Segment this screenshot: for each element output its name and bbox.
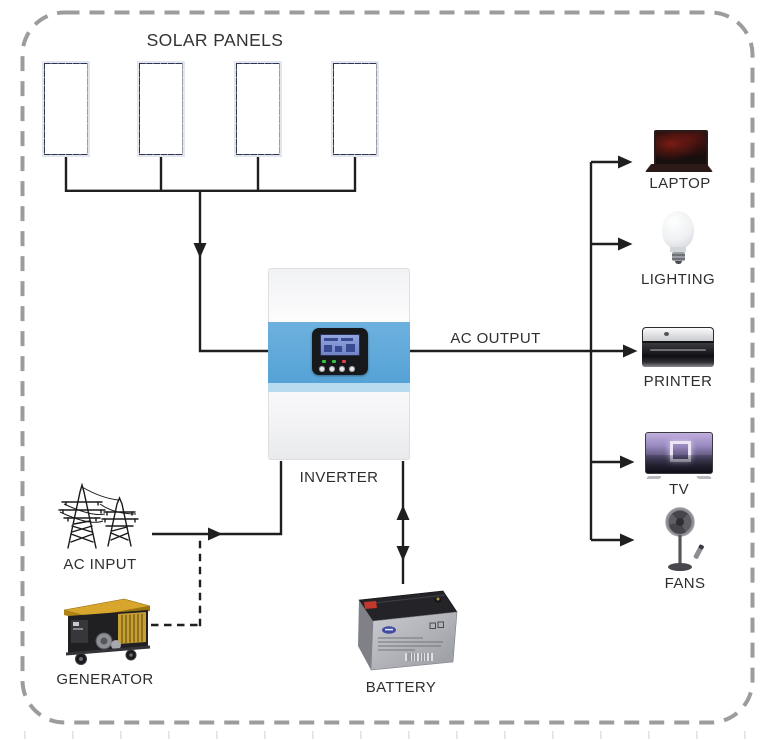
inverter-buttons <box>319 366 361 372</box>
standing-fan-icon <box>665 507 704 571</box>
tv-screen <box>645 432 713 474</box>
battery-label: BATTERY <box>365 679 437 696</box>
arrow-right-tv <box>620 455 635 469</box>
tv-label: TV <box>669 481 689 498</box>
wires <box>64 157 630 627</box>
inverter-lcd-screen <box>320 334 360 356</box>
inverter-control-panel <box>312 328 368 375</box>
arrow-right-fans <box>620 533 635 547</box>
ac-input-line <box>152 461 283 536</box>
inverter-icon <box>268 268 410 460</box>
generator-icon <box>63 598 151 665</box>
fans-label: FANS <box>664 575 706 592</box>
arrowheads <box>193 155 638 561</box>
ac-output-label: AC OUTPUT <box>450 330 541 347</box>
arrow-down-battery <box>396 546 410 561</box>
printer-label: PRINTER <box>643 373 713 390</box>
generator-label: GENERATOR <box>56 671 154 688</box>
printer-icon <box>642 327 714 369</box>
solar-bus-line <box>64 157 357 192</box>
laptop-base <box>645 164 713 172</box>
solar-panel-icon <box>42 61 90 157</box>
lighting-label: LIGHTING <box>640 271 716 288</box>
light-bulb-icon <box>662 211 694 267</box>
arrow-right-ac-input <box>208 527 223 541</box>
ruler-ticks-artifact <box>24 731 748 739</box>
transmission-towers-icon <box>58 482 139 549</box>
solar-panels-label: SOLAR PANELS <box>146 30 284 50</box>
generator-dashed-line <box>151 539 202 627</box>
ac-input-label: AC INPUT <box>63 556 137 573</box>
battery-icon <box>358 590 458 671</box>
solar-panel-icon <box>331 61 379 157</box>
inverter-status-leds <box>322 360 358 364</box>
laptop-label: LAPTOP <box>649 175 711 192</box>
arrow-right-laptop <box>618 155 633 169</box>
solar-panel-icon <box>234 61 282 157</box>
inverter-label: INVERTER <box>299 469 379 486</box>
solar-panel-icon <box>137 61 185 157</box>
laptop-screen <box>654 130 708 168</box>
solar-to-inverter-line <box>198 192 269 353</box>
inverter-blue-band-light <box>268 383 410 392</box>
dashed-border <box>20 10 755 725</box>
laptop-icon <box>645 130 713 174</box>
tv-icon <box>645 432 713 479</box>
arrow-down-solar <box>193 243 207 258</box>
arrow-right-printer <box>623 344 638 358</box>
arrow-up-battery <box>396 505 410 520</box>
arrow-right-lighting <box>618 237 633 251</box>
